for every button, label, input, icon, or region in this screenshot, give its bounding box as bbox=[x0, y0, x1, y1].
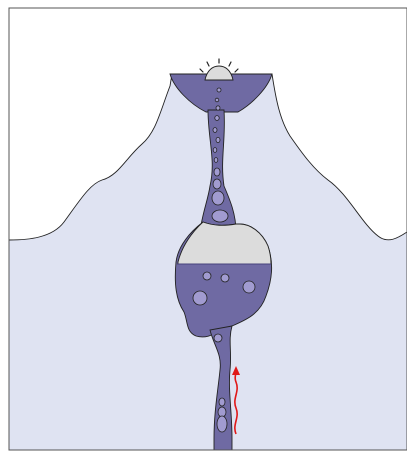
bubble bbox=[214, 158, 218, 163]
bubble bbox=[215, 98, 219, 102]
bubble bbox=[218, 407, 226, 417]
bubble bbox=[212, 210, 228, 222]
bubble bbox=[213, 148, 217, 153]
bubble bbox=[217, 416, 227, 432]
bubble bbox=[212, 191, 224, 205]
bubble bbox=[216, 106, 220, 110]
bubble bbox=[243, 281, 255, 293]
bubble bbox=[217, 88, 221, 92]
bubble bbox=[213, 128, 217, 133]
bubble bbox=[213, 179, 221, 189]
bubble bbox=[221, 274, 229, 282]
bubble bbox=[203, 272, 211, 280]
bubble bbox=[214, 168, 220, 176]
bubble bbox=[215, 116, 219, 121]
bubble bbox=[193, 291, 207, 305]
bubble bbox=[219, 398, 225, 406]
bubble bbox=[214, 334, 222, 342]
bubble bbox=[216, 137, 220, 142]
